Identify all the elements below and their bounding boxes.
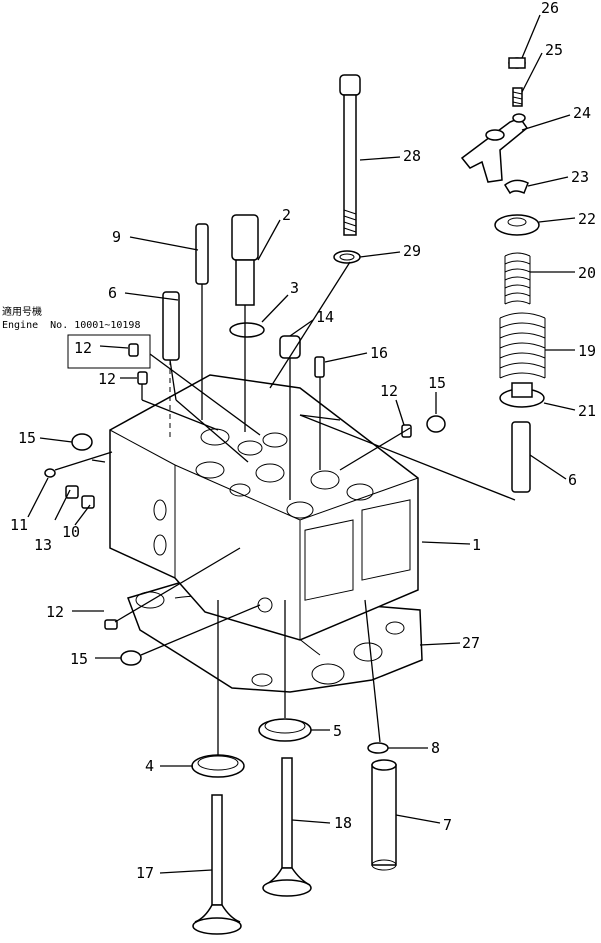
ring-part-5-inner: [264, 718, 306, 734]
retainer-part-22: [494, 214, 540, 236]
sleeve-part-7: [371, 759, 397, 871]
cylinder-head-part-1: [109, 374, 419, 641]
plug-part-12-right: [401, 424, 412, 438]
label-11: 11: [10, 516, 28, 534]
screw-part-25: [512, 87, 523, 107]
label-4: 4: [145, 757, 154, 775]
label-19: 19: [578, 342, 596, 360]
engine-note-box: [67, 334, 151, 369]
guide-part-6-left: [162, 291, 180, 361]
plug-part-10: [81, 495, 95, 509]
label-6-right: 6: [568, 471, 577, 489]
label-24: 24: [573, 104, 591, 122]
label-16: 16: [370, 344, 388, 362]
valve-part-17: [192, 794, 242, 935]
label-21: 21: [578, 402, 596, 420]
ball-part-11: [44, 468, 56, 478]
valve-part-18: [262, 757, 312, 897]
rocker-arm-part-24: [460, 113, 529, 183]
label-12-note: 12: [74, 339, 92, 357]
plug-part-13: [65, 485, 79, 499]
o-ring-part-3: [229, 322, 265, 338]
plug-part-15-left: [71, 433, 93, 451]
label-22: 22: [578, 210, 596, 228]
inner-spring-part-20: [504, 252, 531, 305]
label-3: 3: [290, 279, 299, 297]
guide-part-6-right: [511, 421, 531, 493]
o-ring-part-8: [367, 742, 389, 754]
pin-part-9: [195, 223, 209, 285]
plug-part-12-left: [137, 371, 148, 385]
label-13: 13: [34, 536, 52, 554]
leader-lines: [27, 14, 576, 874]
label-15-left: 15: [18, 429, 36, 447]
label-1: 1: [472, 536, 481, 554]
ring-part-5: [258, 718, 312, 742]
label-27: 27: [462, 634, 480, 652]
plug-part-15-right: [426, 415, 446, 433]
label-8: 8: [431, 739, 440, 757]
pin-part-16: [314, 356, 325, 378]
plug-part-12-note: [128, 343, 139, 357]
label-29: 29: [403, 242, 421, 260]
sleeve-part-2: [231, 214, 259, 306]
washer-part-29-inner: [339, 253, 355, 261]
label-25: 25: [545, 41, 563, 59]
label-26: 26: [541, 0, 559, 17]
label-28: 28: [403, 147, 421, 165]
label-12-left: 12: [98, 370, 116, 388]
label-23: 23: [571, 168, 589, 186]
outer-spring-part-19: [499, 312, 546, 379]
plug-part-15-bottom: [120, 650, 142, 666]
label-9: 9: [112, 228, 121, 246]
spring-seat-part-21: [499, 382, 545, 408]
plug-part-12-bottom: [104, 619, 118, 630]
label-7: 7: [443, 816, 452, 834]
plug-part-14: [279, 335, 301, 359]
label-17: 17: [136, 864, 154, 882]
engine-note-title: 適用号機: [2, 305, 42, 318]
label-14: 14: [316, 308, 334, 326]
label-15-right: 15: [428, 374, 446, 392]
ring-part-4-inner: [197, 755, 239, 771]
label-5: 5: [333, 722, 342, 740]
label-12-bottom: 12: [46, 603, 64, 621]
engine-note-range: Engine No. 10001~10198: [2, 320, 140, 331]
label-15-bottom: 15: [70, 650, 88, 668]
label-2: 2: [282, 206, 291, 224]
washer-part-29: [333, 250, 361, 264]
collet-part-23: [504, 179, 529, 195]
label-18: 18: [334, 814, 352, 832]
label-6-left: 6: [108, 284, 117, 302]
label-10: 10: [62, 523, 80, 541]
label-20: 20: [578, 264, 596, 282]
nut-part-26: [508, 57, 526, 69]
part-labels: 1 2 3 4 5 6 6 7 8 9 10 11 12 12 12 12 13…: [10, 0, 596, 882]
bolt-part-28: [339, 74, 361, 236]
label-12-right: 12: [380, 382, 398, 400]
